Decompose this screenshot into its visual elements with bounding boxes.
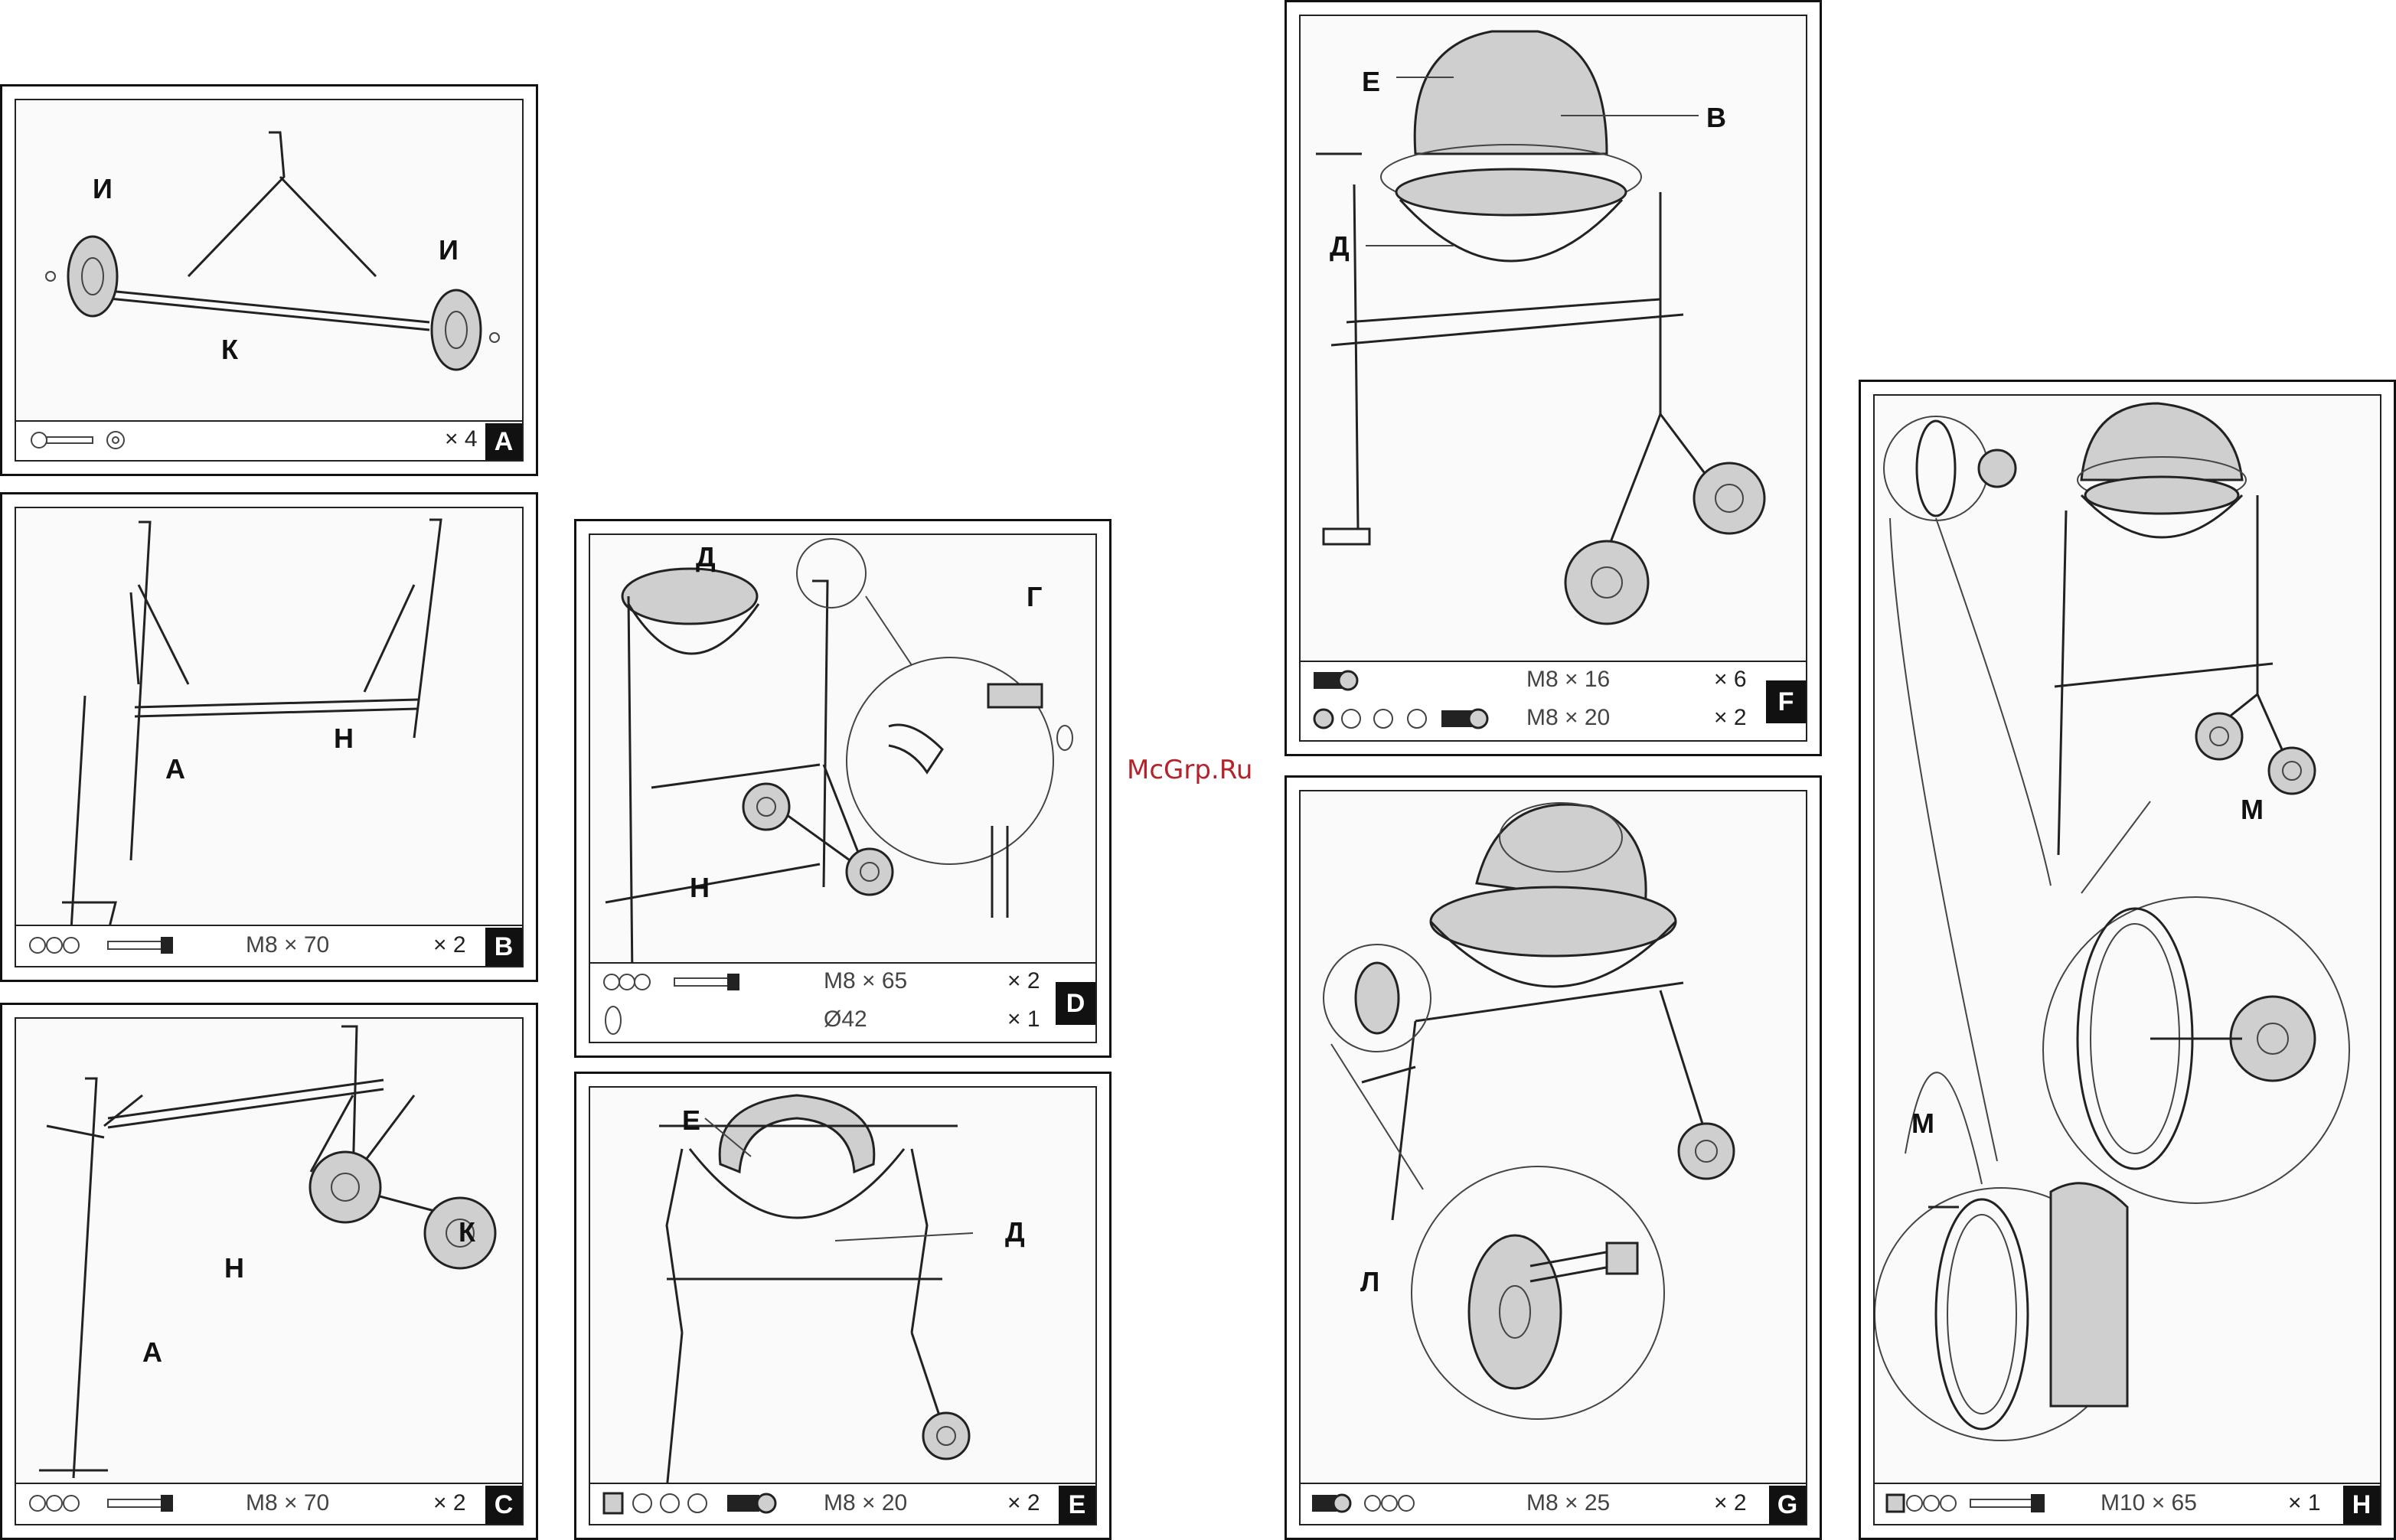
watermark: McGrp.Ru [1127, 755, 1252, 785]
panel-g-badge: G [1769, 1486, 1806, 1524]
panel-b-qty: × 2 [433, 932, 466, 958]
panel-c-spec: M8 × 70 [246, 1490, 329, 1516]
panel-e-spec: M8 × 20 [824, 1490, 907, 1516]
panel-e-qty: × 2 [1007, 1490, 1040, 1516]
label-lever-bottom: М [1911, 1108, 1934, 1140]
label-handwheel: Л [1360, 1266, 1379, 1298]
panel-f-frame: Е В Д M8 × 16 × 6 M8 × 20 × 2 F [1299, 15, 1807, 742]
label-ring: Д [1005, 1216, 1025, 1248]
panel-c-badge: C [485, 1486, 522, 1524]
panel-d: Д Г Н M8 × 65 × 2 Ø42 × 1 D [574, 519, 1111, 1058]
panel-h-frame: М М M10 × 65 × 1 H [1873, 394, 2381, 1525]
panel-b-illustration [16, 508, 524, 929]
panel-e-illustration [590, 1088, 1097, 1486]
panel-a-badge: A [485, 423, 522, 460]
panel-e-frame: Е Д M8 × 20 × 2 E [589, 1086, 1097, 1525]
panel-h: М М M10 × 65 × 1 H [1859, 380, 2396, 1540]
panel-a-frame: И И К × 4 A [15, 99, 524, 462]
label-wheel-left: И [93, 173, 113, 205]
panel-c: А Н К M8 × 70 × 2 C [0, 1003, 538, 1540]
nut-washers-bolt-icon [598, 1484, 797, 1522]
panel-c-illustration [16, 1019, 524, 1486]
panel-a: И И К × 4 A [0, 84, 538, 476]
panel-a-parts-bar: × 4 A [16, 420, 522, 460]
label-blades: Е [682, 1104, 700, 1137]
panel-e-parts-bar: M8 × 20 × 2 E [590, 1483, 1095, 1524]
panel-f-spec-2: M8 × 20 [1526, 705, 1610, 731]
panel-d-illustration [590, 535, 1097, 979]
nut-washers-bolt-icon [1308, 1484, 1446, 1522]
label-lever-top: М [2241, 794, 2264, 826]
nut-washers-bolt-icon [1308, 700, 1507, 737]
panel-d-row-1: M8 × 65 × 2 [590, 964, 1095, 1002]
panel-b: А Н M8 × 70 × 2 B [0, 492, 538, 982]
o-ring-icon [598, 1002, 644, 1039]
bolt-washer-icon [24, 422, 139, 458]
panel-d-spec-2: Ø42 [824, 1007, 867, 1033]
panel-d-parts-bar: M8 × 65 × 2 Ø42 × 1 D [590, 962, 1095, 1042]
label-axle: К [221, 334, 238, 366]
panel-e-badge: E [1059, 1486, 1095, 1524]
panel-d-qty-2: × 1 [1007, 1007, 1040, 1033]
label-wheel-right: И [439, 234, 459, 266]
panel-f-parts-bar: M8 × 16 × 6 M8 × 20 × 2 F [1301, 661, 1806, 740]
nut-washer-bolt-icon [598, 964, 751, 1000]
panel-b-spec: M8 × 70 [246, 932, 329, 958]
panel-f-badge: F [1766, 680, 1806, 723]
panel-h-badge: H [2343, 1486, 2380, 1524]
nut-washer-bolt-icon [24, 926, 192, 964]
panel-f-qty-2: × 2 [1714, 705, 1747, 731]
label-axle: К [459, 1216, 475, 1248]
panel-g-frame: Л M8 × 25 × 2 G [1299, 790, 1807, 1525]
panel-f-row-1: M8 × 16 × 6 [1301, 662, 1806, 700]
label-crossbar: Н [334, 723, 354, 755]
panel-h-parts-bar: M10 × 65 × 1 H [1875, 1483, 2380, 1524]
panel-d-frame: Д Г Н M8 × 65 × 2 Ø42 × 1 D [589, 533, 1097, 1043]
label-leg: А [142, 1336, 162, 1369]
panel-g-illustration [1301, 791, 1807, 1480]
label-crossbar: Н [690, 872, 710, 904]
panel-b-frame: А Н M8 × 70 × 2 B [15, 507, 524, 967]
label-drum: В [1706, 102, 1726, 134]
panel-f: Е В Д M8 × 16 × 6 M8 × 20 × 2 F [1285, 0, 1822, 756]
panel-c-parts-bar: M8 × 70 × 2 C [16, 1483, 522, 1524]
panel-d-qty-1: × 2 [1007, 968, 1040, 994]
panel-a-qty: × 4 [445, 426, 478, 452]
panel-e: Е Д M8 × 20 × 2 E [574, 1072, 1111, 1540]
panel-b-parts-bar: M8 × 70 × 2 B [16, 925, 522, 966]
panel-f-qty-1: × 6 [1714, 667, 1747, 693]
panel-g-parts-bar: M8 × 25 × 2 G [1301, 1483, 1806, 1524]
nut-washer-bolt-icon [24, 1484, 192, 1522]
panel-g: Л M8 × 25 × 2 G [1285, 775, 1822, 1540]
panel-d-spec-1: M8 × 65 [824, 968, 907, 994]
panel-f-spec-1: M8 × 16 [1526, 667, 1610, 693]
bolt-icon [1308, 662, 1369, 699]
panel-g-qty: × 2 [1714, 1490, 1747, 1516]
panel-g-spec: M8 × 25 [1526, 1490, 1610, 1516]
panel-b-badge: B [485, 928, 522, 966]
label-ring: Д [696, 541, 716, 573]
label-blades: Е [1362, 66, 1380, 98]
panel-f-illustration [1301, 16, 1807, 636]
panel-c-frame: А Н К M8 × 70 × 2 C [15, 1017, 524, 1525]
label-bracket: Г [1027, 581, 1042, 613]
label-leg: А [165, 753, 185, 785]
panel-h-illustration [1875, 396, 2381, 1483]
panel-d-row-2: Ø42 × 1 [590, 1002, 1095, 1040]
label-crossbar: Н [224, 1252, 244, 1284]
panel-h-qty: × 1 [2288, 1490, 2321, 1516]
panel-c-qty: × 2 [433, 1490, 466, 1516]
nut-washers-bolt-icon [1882, 1484, 2058, 1522]
panel-d-badge: D [1056, 982, 1095, 1025]
label-ring: Д [1330, 230, 1350, 263]
panel-f-row-2: M8 × 20 × 2 [1301, 700, 1806, 739]
panel-h-spec: M10 × 65 [2101, 1490, 2197, 1516]
